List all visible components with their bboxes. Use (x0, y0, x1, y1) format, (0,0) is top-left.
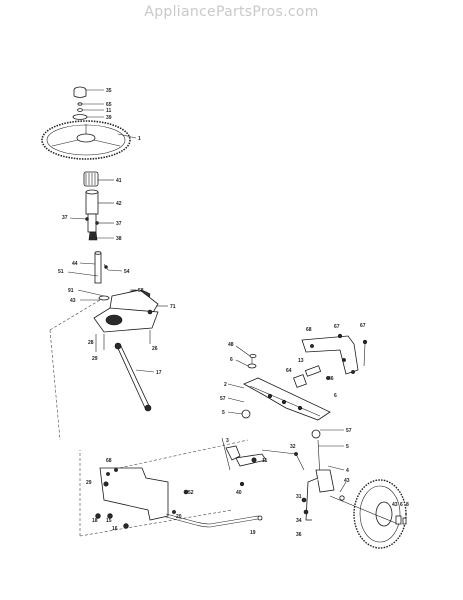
steering-wheel (41, 120, 131, 160)
callout-6: 6 (334, 393, 337, 399)
callout-67: 67 (334, 324, 340, 330)
callout-26: 26 (152, 346, 158, 352)
callout-38: 38 (116, 236, 122, 242)
support-plate (95, 467, 263, 529)
callout-4: 4 (346, 468, 349, 474)
callout-11: 11 (106, 108, 112, 114)
callout-36: 36 (296, 532, 302, 538)
callout-3: 3 (226, 438, 229, 444)
callout-28: 28 (88, 340, 94, 346)
spacer (247, 353, 330, 388)
callout-8: 8 (406, 502, 409, 508)
callout-64: 64 (286, 368, 292, 374)
spindles (221, 437, 335, 521)
callout-17: 17 (156, 370, 162, 376)
callout-29: 29 (92, 356, 98, 362)
front-wheel (329, 479, 407, 549)
watermark: AppliancePartsPros.com (144, 4, 319, 20)
callout-6: 6 (400, 502, 403, 508)
callout-71: 71 (170, 304, 176, 310)
callout-48: 48 (228, 342, 234, 348)
callout-40: 40 (236, 490, 242, 496)
callout-5: 5 (346, 444, 349, 450)
leader-lines (67, 89, 347, 493)
callout-18: 18 (92, 518, 98, 524)
callout-42: 42 (116, 201, 122, 207)
callout-46: 46 (328, 376, 334, 382)
drag-link (114, 342, 152, 412)
callout-15: 15 (106, 518, 112, 524)
callout-20: 20 (176, 514, 182, 520)
steering-shaft-upper (85, 189, 99, 241)
callout-31: 31 (296, 494, 302, 500)
callout-67: 67 (360, 323, 366, 329)
callout-65: 65 (106, 102, 112, 108)
callout-57: 57 (346, 428, 352, 434)
callout-19: 19 (250, 530, 256, 536)
callout-37: 37 (62, 215, 68, 221)
callout-5: 5 (222, 410, 225, 416)
callout-68: 68 (106, 458, 112, 464)
spline-adapter (83, 171, 99, 187)
callout-2: 2 (224, 382, 227, 388)
callout-41: 41 (116, 178, 122, 184)
callout-44: 44 (72, 261, 78, 267)
callout-11: 11 (262, 458, 268, 464)
axle-bracket (301, 333, 368, 375)
callout-13: 13 (298, 358, 304, 364)
callout-35: 35 (106, 88, 112, 94)
callout-52: 52 (188, 490, 194, 496)
front-axle (241, 377, 331, 439)
callout-16: 16 (112, 526, 118, 532)
callout-43: 43 (344, 478, 350, 484)
steering-gear (93, 289, 159, 352)
callout-1: 1 (138, 136, 141, 142)
callout-54: 54 (124, 269, 130, 275)
callout-91: 91 (68, 288, 74, 294)
callout-51: 51 (58, 269, 64, 275)
callout-43: 43 (70, 298, 76, 304)
callout-68: 68 (306, 327, 312, 333)
callout-6: 6 (230, 357, 233, 363)
callout-58: 58 (138, 288, 144, 294)
steering-cap (72, 86, 88, 120)
callout-43: 43 (392, 502, 398, 508)
callout-34: 34 (296, 518, 302, 524)
callout-39: 39 (106, 115, 112, 121)
callout-labels: 35 65 11 39 1 41 42 37 37 38 44 51 54 91… (58, 88, 409, 538)
assembly-boundary (49, 299, 249, 537)
callout-29: 29 (86, 480, 92, 486)
callout-32: 32 (290, 444, 296, 450)
steering-shaft-lower (94, 251, 109, 284)
callout-57: 57 (220, 396, 226, 402)
callout-37: 37 (116, 221, 122, 227)
